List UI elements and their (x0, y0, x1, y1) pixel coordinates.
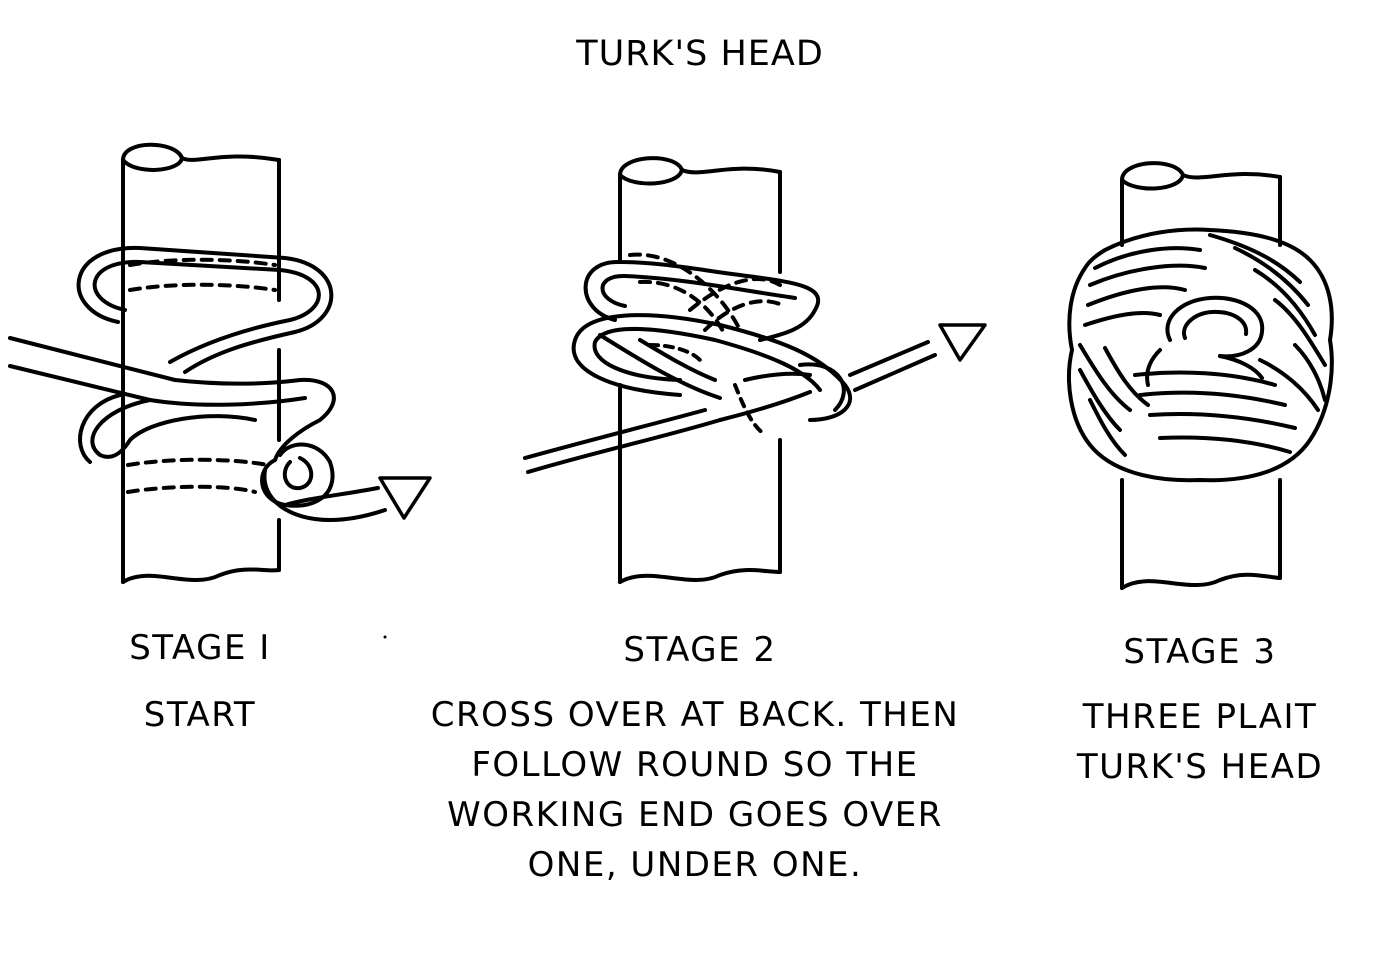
stage-1-figure (8, 142, 432, 584)
stage-2-caption-line: CROSS OVER AT BACK. THEN (430, 695, 960, 735)
stage-2-caption: CROSS OVER AT BACK. THEN FOLLOW ROUND SO… (390, 690, 1000, 890)
stage-2-caption-line: ONE, UNDER ONE. (527, 845, 863, 885)
stage-1-caption: START (90, 690, 310, 740)
stage-1-label: STAGE I (129, 628, 271, 668)
stage-1-caption-line: START (143, 695, 257, 735)
stage-1-arrow-icon (378, 476, 432, 520)
stage-1-pole (121, 142, 281, 584)
stage-2-label: STAGE 2 (623, 630, 777, 670)
stage-2-caption-line: FOLLOW ROUND SO THE (471, 745, 919, 785)
stage-3-knot (1067, 227, 1334, 483)
stray-dot (383, 635, 387, 639)
stage-3-figure (1067, 161, 1334, 590)
stage-3-pole (1120, 161, 1282, 590)
stage-2-caption-line: WORKING END GOES OVER (447, 795, 943, 835)
stage-2-rope (523, 259, 987, 474)
stage-3-caption-line: TURK'S HEAD (1076, 747, 1324, 787)
stage-2-arrow-icon (938, 323, 987, 362)
stage-1-rope (8, 245, 432, 522)
diagram-title: TURK'S HEAD (576, 34, 824, 74)
stage-2-figure (523, 156, 987, 584)
stage-2-pole (618, 156, 784, 584)
stage-3-label: STAGE 3 (1123, 632, 1277, 672)
stage-3-caption: THREE PLAIT TURK'S HEAD (1050, 692, 1350, 792)
stage-3-caption-line: THREE PLAIT (1082, 697, 1318, 737)
